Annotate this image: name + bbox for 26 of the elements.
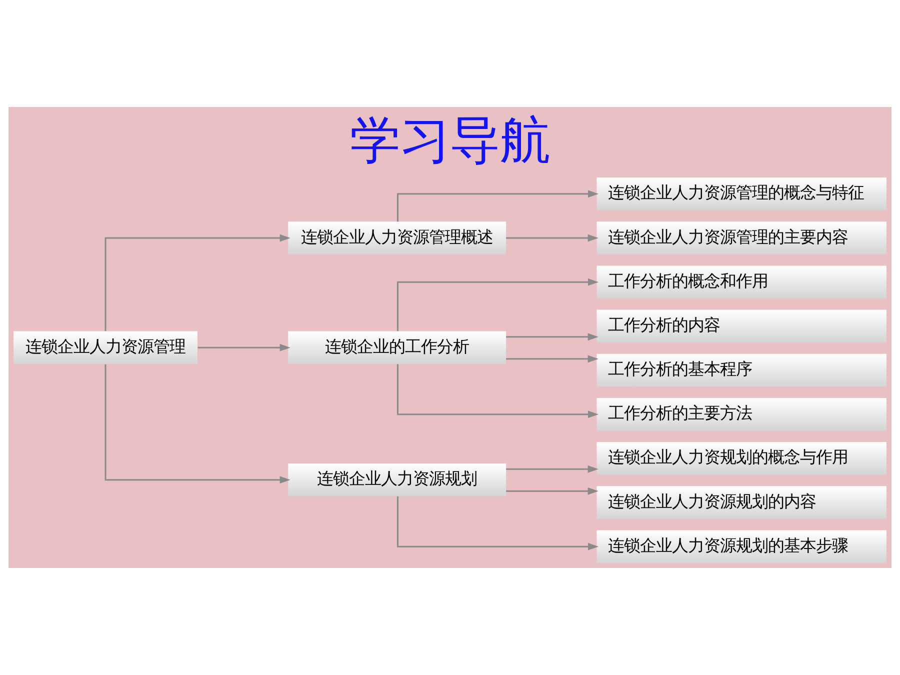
arrow bbox=[396, 278, 599, 332]
arrow bbox=[506, 234, 598, 242]
node-box: 连锁企业人力资源管理概述 bbox=[288, 222, 506, 254]
diagram-title: 学习导航 bbox=[350, 110, 550, 170]
arrow bbox=[506, 487, 598, 495]
node-box: 连锁企业人力资源管理的概念与特征 bbox=[596, 178, 886, 210]
arrow bbox=[396, 364, 599, 418]
node-box: 工作分析的基本程序 bbox=[596, 354, 886, 387]
node-box: 工作分析的内容 bbox=[596, 310, 886, 343]
node-box: 连锁企业人力资源管理的主要内容 bbox=[596, 222, 886, 254]
node-box: 连锁企业人力资规划的概念与作用 bbox=[596, 442, 886, 475]
arrow bbox=[198, 344, 290, 352]
arrow bbox=[396, 190, 599, 222]
arrow bbox=[506, 333, 598, 341]
node-box: 连锁企业人力资源规划 bbox=[288, 463, 506, 496]
node-box: 工作分析的概念和作用 bbox=[596, 266, 886, 298]
arrow bbox=[104, 364, 290, 484]
node-box: 工作分析的主要方法 bbox=[596, 398, 886, 431]
node-box: 连锁企业人力资源管理 bbox=[14, 331, 198, 364]
arrow bbox=[506, 465, 598, 473]
arrow bbox=[396, 496, 599, 550]
arrow bbox=[506, 355, 598, 363]
node-box: 连锁企业人力资源规划的内容 bbox=[596, 486, 886, 519]
arrow bbox=[104, 234, 290, 331]
node-box: 连锁企业人力资源规划的基本步骤 bbox=[596, 530, 886, 563]
node-box: 连锁企业的工作分析 bbox=[288, 331, 506, 364]
